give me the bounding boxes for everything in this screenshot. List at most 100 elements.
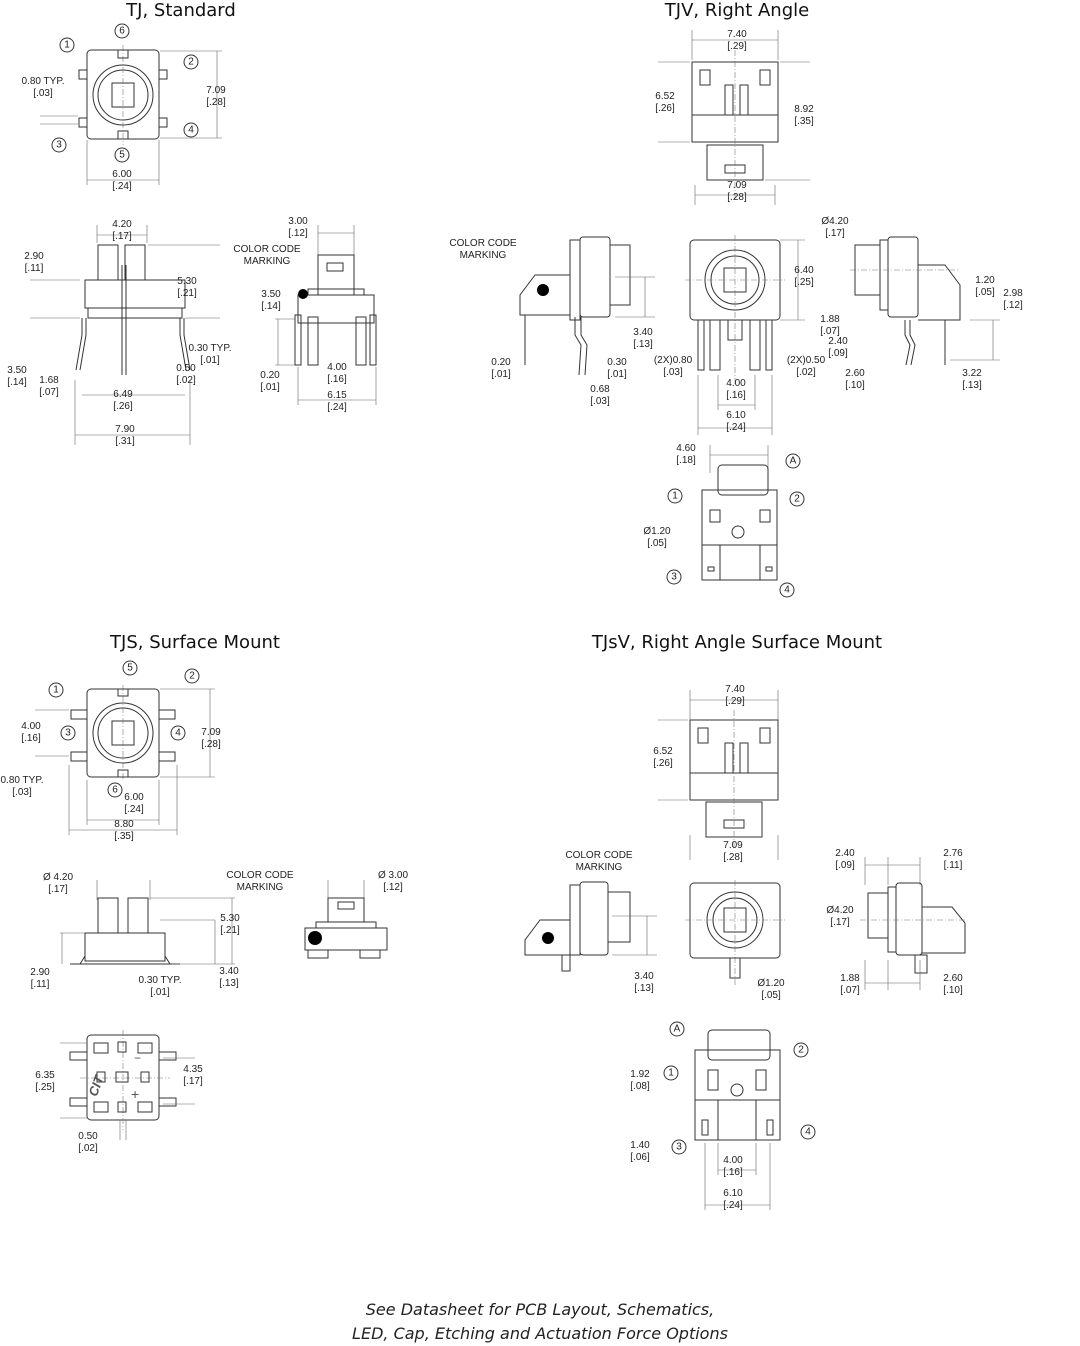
color-code-label-tj: COLOR CODE MARKING	[233, 244, 301, 267]
dim-tjs-body-height: 2.90[.11]	[30, 967, 50, 990]
dim-tjv-right-d3: 1.20[.05]	[975, 275, 995, 298]
dim-tjv-stem-dia: Ø4.20[.17]	[821, 216, 849, 239]
footer-line-2: LED, Cap, Etching and Actuation Force Op…	[352, 1324, 728, 1343]
dim-tjv-pitch: 4.00[.16]	[726, 378, 746, 401]
dim-tjv-outer-pin: (2X)0.80[.03]	[653, 355, 693, 378]
dim-tj-pitch: 0.80 TYP.[.03]	[21, 76, 65, 99]
pin-callout-2: 2	[793, 1042, 809, 1058]
dim-tjv-total-depth: 8.92[.35]	[794, 104, 814, 127]
pin-callout-1: 1	[663, 1065, 679, 1081]
tjv-top-view-drawing	[658, 30, 810, 205]
dim-tjs-bottom-slot: 0.50[.02]	[78, 1131, 98, 1154]
tjs-front-view-drawing	[60, 880, 235, 965]
tj-top-view-drawing	[40, 45, 222, 185]
pin-callout-4: 4	[800, 1124, 816, 1140]
tjs-bottom-view-drawing	[60, 1030, 195, 1140]
dim-tjsv-bottom-d2: 1.40[.06]	[630, 1140, 650, 1163]
pin-callout-3: 3	[666, 569, 682, 585]
dim-tj-side-stem: 3.00[.12]	[288, 216, 308, 239]
dim-tj-stem: 4.20[.17]	[112, 219, 132, 242]
pin-callout-4: 4	[170, 725, 186, 741]
dim-tjv-width: 7.40[.29]	[727, 29, 747, 52]
color-code-label-tjv: COLOR CODE MARKING	[449, 238, 517, 261]
dim-tjs-lead-thickness: 0.30 TYP.[.01]	[138, 975, 182, 998]
dim-tjv-body-depth: 6.52[.26]	[655, 91, 675, 114]
tjs-side-view-drawing	[304, 880, 388, 959]
dim-tj-side-lead-width: 0.20[.01]	[260, 370, 280, 393]
dim-tj-height: 7.09[.28]	[206, 85, 226, 108]
section-title-tjv: TJV, Right Angle	[664, 0, 810, 21]
pin-callout-3: 3	[671, 1139, 687, 1155]
tjsv-right-view-drawing	[860, 857, 966, 990]
dim-tj-standoff: 1.68[.07]	[39, 375, 59, 398]
dim-tjv-bottom-hole: Ø1.20[.05]	[643, 526, 671, 549]
tj-side-view-drawing	[275, 225, 377, 405]
color-code-label-tjs: COLOR CODE MARKING	[226, 870, 294, 893]
color-code-label-tjsv: COLOR CODE MARKING	[565, 850, 633, 873]
dim-tj-total-height: 5.30[.21]	[177, 276, 197, 299]
tjv-bottom-view-drawing	[701, 445, 778, 581]
pin-callout-3: 3	[60, 725, 76, 741]
dim-tjv-lead-width: 0.20[.01]	[491, 357, 511, 380]
tjv-side-view-drawing	[519, 236, 655, 376]
pin-callout-6: 6	[114, 23, 130, 39]
dim-tjsv-bottom-span: 6.10[.24]	[723, 1188, 743, 1211]
tjsv-bottom-view-drawing	[694, 1029, 781, 1210]
pin-callout-4: 4	[779, 582, 795, 598]
pin-callout-2: 2	[184, 668, 200, 684]
dim-tjsv-right-d3: 1.88[.07]	[840, 973, 860, 996]
dim-tjs-bottom-pitch: 4.35[.17]	[183, 1064, 203, 1087]
dim-tjv-base-width: 7.09[.28]	[727, 180, 747, 203]
pin-callout-1: 1	[59, 37, 75, 53]
pin-callout-6: 6	[107, 782, 123, 798]
dim-tj-body-height: 2.90[.11]	[24, 251, 44, 274]
footer-line-1: See Datasheet for PCB Layout, Schematics…	[365, 1300, 715, 1319]
pin-callout-5: 5	[114, 147, 130, 163]
tjv-right-view-drawing	[850, 236, 1000, 366]
dim-tj-lead-span-inner: 6.49[.26]	[113, 389, 133, 412]
plus-marking: +	[131, 1086, 140, 1102]
pin-callout-a: A	[669, 1021, 685, 1037]
dim-tjs-height: 7.09[.28]	[201, 727, 221, 750]
dim-tj-lead-thickness: 0.30 TYP.[.01]	[188, 343, 232, 366]
pin-callout-1: 1	[48, 682, 64, 698]
footer-note: See Datasheet for PCB Layout, Schematics…	[352, 1298, 728, 1346]
dim-tjsv-post: Ø1.20[.05]	[757, 978, 785, 1001]
tjsv-top-view-drawing	[658, 690, 779, 860]
dim-tj-center-pin: 0.50[.02]	[176, 363, 196, 386]
dim-tjsv-bottom-pitch: 4.00[.16]	[723, 1155, 743, 1178]
pin-callout-1: 1	[667, 488, 683, 504]
dim-tjv-bottom-width: 4.60[.18]	[676, 443, 696, 466]
dim-tjs-width: 6.00[.24]	[124, 792, 144, 815]
pin-callout-2: 2	[789, 491, 805, 507]
dim-tjs-pad: 0.80 TYP.[.03]	[0, 775, 44, 798]
dim-tjv-front-height: 6.40[.25]	[794, 265, 814, 288]
dim-tjs-total-height: 5.30[.21]	[220, 913, 240, 936]
dim-tjs-bottom-height: 6.35[.25]	[35, 1070, 55, 1093]
pin-callout-4: 4	[183, 122, 199, 138]
dim-tjsv-width: 7.40[.29]	[725, 684, 745, 707]
section-title-tjsv: TJsV, Right Angle Surface Mount	[591, 632, 883, 653]
dim-tjv-right-d4: 2.98[.12]	[1003, 288, 1023, 311]
pin-callout-3: 3	[51, 137, 67, 153]
dim-tjs-span: 8.80[.35]	[114, 819, 134, 842]
dim-tjv-lead-thickness: 0.30[.01]	[607, 357, 627, 380]
tjs-top-view-drawing	[35, 685, 215, 835]
minus-marking: −	[134, 1051, 142, 1065]
dim-tjv-right-d2: 2.40[.09]	[828, 336, 848, 359]
dim-tjsv-axis-height: 3.40[.13]	[634, 971, 654, 994]
dim-tjv-right-d6: 3.22[.13]	[962, 368, 982, 391]
dim-tjv-span: 6.10[.24]	[726, 410, 746, 433]
dim-tjsv-stem-dia: Ø4.20[.17]	[826, 905, 854, 928]
tj-front-view-drawing	[30, 225, 220, 445]
dim-tj-side-lead-length: 3.50[.14]	[261, 289, 281, 312]
dim-tjsv-right-d1: 2.40[.09]	[835, 848, 855, 871]
pin-callout-a: A	[785, 453, 801, 469]
dim-tjsv-bottom-d1: 1.92[.08]	[630, 1069, 650, 1092]
dim-tjsv-right-d2: 2.76[.11]	[943, 848, 963, 871]
section-title-tj: TJ, Standard	[126, 0, 236, 21]
dim-tj-width: 6.00[.24]	[112, 169, 132, 192]
dim-tjsv-depth: 6.52[.26]	[653, 746, 673, 769]
pin-callout-5: 5	[122, 660, 138, 676]
dim-tjsv-right-d4: 2.60[.10]	[943, 973, 963, 996]
